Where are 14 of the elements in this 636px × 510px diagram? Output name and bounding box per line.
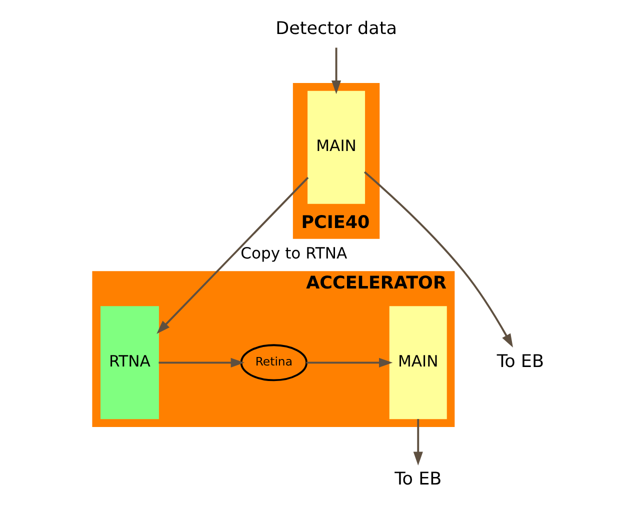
node-box: RTNA: [100, 306, 158, 420]
arrow: [412, 419, 422, 466]
arrow: [306, 358, 392, 368]
node-ellipse: Retina: [240, 344, 308, 382]
arrow: [363, 171, 512, 348]
arrow: [331, 48, 341, 94]
node-box: MAIN: [307, 90, 365, 204]
arrow: [156, 176, 308, 334]
edge-label: Copy to RTNA: [240, 244, 347, 263]
node-text: Detector data: [275, 19, 396, 40]
node-text: To EB: [496, 352, 544, 372]
node-box: MAIN: [388, 306, 446, 420]
node-text: To EB: [394, 469, 442, 490]
arrow: [158, 358, 244, 368]
